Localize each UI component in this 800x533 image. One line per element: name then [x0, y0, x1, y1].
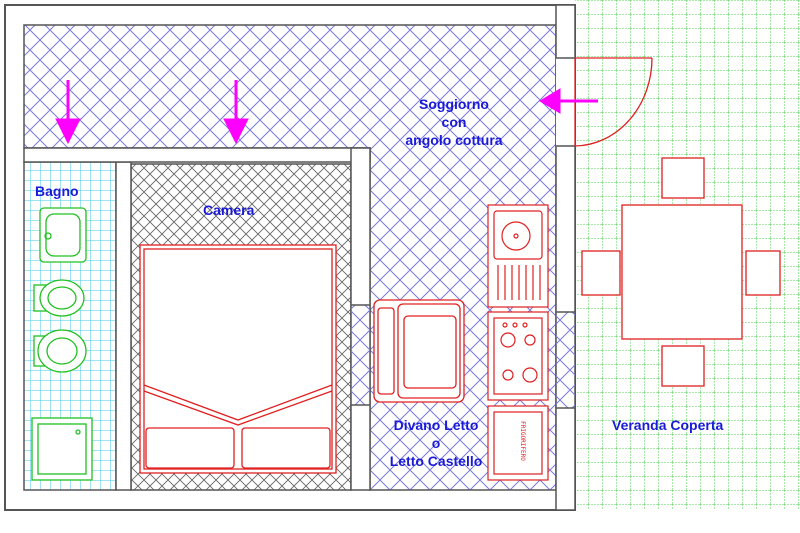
- arrow-bagno-icon: [55, 80, 81, 145]
- kitchen-sink-icon: [487, 204, 549, 308]
- camera-door-opening: [351, 305, 370, 405]
- sofa-bed-icon: [373, 299, 465, 403]
- table-icon: [621, 204, 743, 340]
- washbasin-icon: [39, 207, 87, 263]
- arrow-camera-icon: [223, 80, 249, 145]
- room-label-soggiorno: Soggiorno con angolo cottura: [392, 95, 516, 149]
- room-label-line: con: [441, 114, 467, 130]
- wall-bagno-camera: [115, 161, 132, 491]
- room-label-divano: Divano Letto o Letto Castello: [374, 416, 498, 470]
- shower-tray-icon: [31, 417, 93, 481]
- stove-icon: [487, 311, 549, 401]
- toilet-icon: [33, 329, 87, 373]
- room-label-line: o: [431, 435, 441, 451]
- room-label-bagno: Bagno: [35, 183, 79, 199]
- room-label-veranda: Veranda Coperta: [612, 417, 724, 433]
- entrance-arrow-icon: [539, 88, 598, 114]
- chair-icon: [581, 157, 781, 387]
- bidet-icon: [33, 279, 85, 317]
- room-label-line: angolo cottura: [405, 132, 503, 148]
- double-bed-icon: [139, 244, 337, 474]
- wall-camera-top: [23, 147, 371, 163]
- fridge-label: FRIGORIFERO: [519, 421, 527, 461]
- room-label-line: Soggiorno: [419, 96, 489, 112]
- room-label-line: Letto Castello: [389, 453, 483, 469]
- fridge-icon: [487, 405, 549, 481]
- room-label-line: Divano Letto: [393, 417, 479, 433]
- room-label-camera: Camera: [203, 202, 255, 218]
